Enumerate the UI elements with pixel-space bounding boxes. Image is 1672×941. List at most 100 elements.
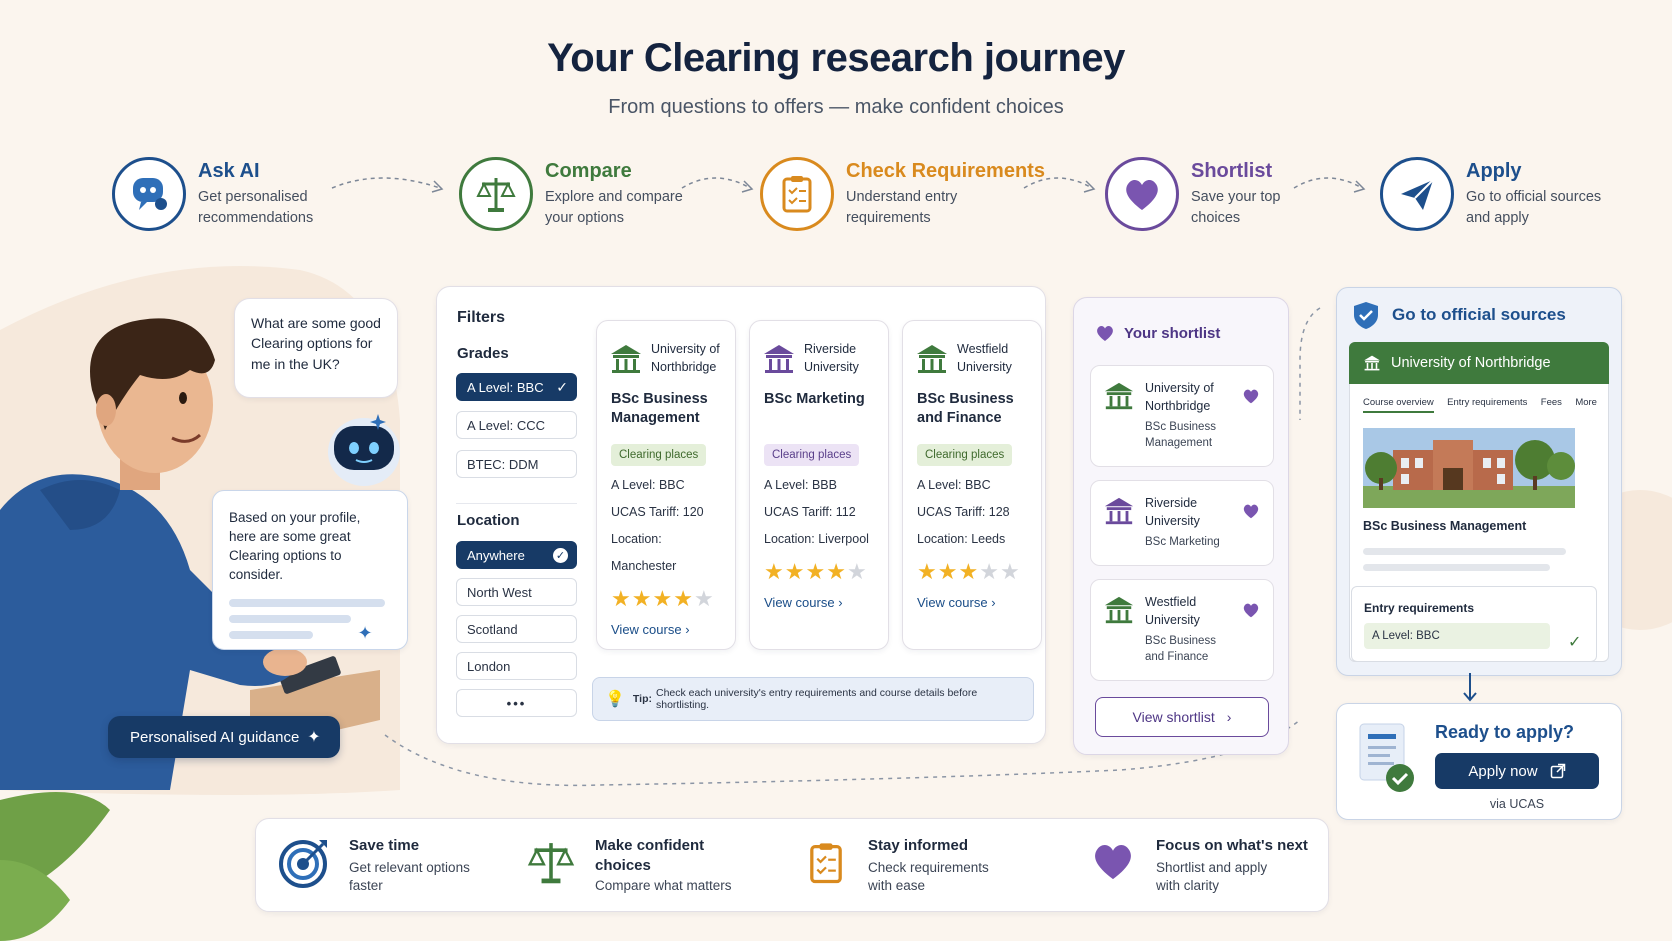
tip-text: Check each university's entry requiremen… <box>655 687 978 711</box>
grade-filter-ccc[interactable]: A Level: CCC <box>456 411 577 439</box>
shortlist-title: Your shortlist <box>1124 324 1221 342</box>
sparkle-icon: ✦ <box>357 622 373 643</box>
heart-icon[interactable] <box>1241 386 1261 406</box>
course-location: Location: Manchester <box>611 532 677 573</box>
step-title: Shortlist <box>1191 160 1273 183</box>
a-level-requirement: A Level: BBB <box>764 478 837 492</box>
uni-name-line: University <box>957 359 1012 374</box>
heart-icon[interactable] <box>1241 600 1261 620</box>
star-empty-icon: ★ <box>693 586 715 611</box>
course-title: BSc Marketing <box>764 391 865 407</box>
heart-icon[interactable] <box>1241 501 1261 521</box>
arrow-down-icon <box>1463 673 1477 702</box>
check-circle-icon: ✓ <box>553 547 568 563</box>
step-title: Ask AI <box>198 160 260 183</box>
shortlist-item[interactable]: University of Northbridge BSc Business M… <box>1090 365 1274 467</box>
tab-more[interactable]: More <box>1575 397 1597 408</box>
step-desc-line: Understand entry <box>846 189 958 206</box>
user-question-bubble: What are some good Clearing options for … <box>234 298 398 398</box>
view-shortlist-button[interactable]: View shortlist › <box>1095 697 1269 737</box>
tip-label: Tip: <box>632 693 652 705</box>
course-line: Management <box>1145 437 1213 450</box>
view-course-link[interactable]: View course › <box>611 622 690 637</box>
university-building-icon <box>1104 382 1134 410</box>
robot-icon <box>328 414 400 486</box>
chevron-right-icon: › <box>991 595 996 610</box>
placeholder-line <box>229 598 385 607</box>
course-location: Location: Liverpool <box>764 532 869 546</box>
page-subtitle: From questions to offers — make confiden… <box>608 96 1064 118</box>
step-check-requirements[interactable]: Check Requirements Understand entry requ… <box>760 154 1045 234</box>
university-building-icon <box>1364 355 1380 371</box>
shield-check-icon <box>1354 302 1378 329</box>
placeholder-line <box>229 630 313 639</box>
step-compare[interactable]: Compare Explore and compare your options <box>459 154 683 234</box>
location-filter-north-west[interactable]: North West <box>456 578 577 606</box>
star-filled-icon: ★ <box>652 586 674 611</box>
dashed-arrow-icon <box>1293 177 1366 193</box>
course-line: BSc Business <box>1145 635 1216 647</box>
send-icon <box>1380 157 1454 231</box>
star-filled-icon: ★ <box>764 559 785 584</box>
star-filled-icon: ★ <box>784 559 806 584</box>
location-filter-scotland[interactable]: Scotland <box>456 615 577 643</box>
a-level-requirement: A Level: BBC <box>917 478 991 492</box>
benefit-title: Make confident <box>595 837 705 854</box>
shortlist-item[interactable]: Westfield University BSc Business and Fi… <box>1090 579 1274 681</box>
course-location: Location: Leeds <box>917 532 1006 546</box>
location-filter-anywhere[interactable]: Anywhere✓ <box>456 541 577 569</box>
grade-filter-ddm[interactable]: BTEC: DDM <box>456 450 577 478</box>
uni-name-line: University <box>804 359 859 374</box>
tab-entry-requirements[interactable]: Entry requirements <box>1447 397 1528 408</box>
benefit-title: Focus on what's next <box>1156 837 1308 854</box>
dashed-arrow-icon <box>1023 177 1096 193</box>
course-line: and Finance <box>1145 651 1209 664</box>
tab-course-overview[interactable]: Course overview <box>1363 397 1434 413</box>
a-level-requirement: A Level: BBC <box>611 478 685 492</box>
view-course-link[interactable]: View course › <box>764 595 843 610</box>
star-filled-icon: ★ <box>917 559 938 584</box>
benefit-desc-line: Shortlist and apply <box>1156 859 1268 875</box>
step-apply[interactable]: Apply Go to official sources and apply <box>1380 154 1601 234</box>
grades-heading: Grades <box>457 345 509 362</box>
step-ask-ai[interactable]: Ask AI Get personalised recommendations <box>112 154 313 234</box>
step-desc-line: and apply <box>1466 209 1529 226</box>
step-shortlist[interactable]: Shortlist Save your top choices <box>1105 154 1280 234</box>
ready-to-apply-title: Ready to apply? <box>1435 722 1575 742</box>
placeholder-line <box>229 614 351 623</box>
university-building-icon <box>764 344 794 373</box>
chevron-right-icon: › <box>838 595 843 610</box>
preview-course-title: BSc Business Management <box>1363 519 1527 533</box>
star-filled-icon: ★ <box>958 559 980 584</box>
star-filled-icon: ★ <box>631 586 653 611</box>
benefit-title: Stay informed <box>868 837 969 854</box>
star-rating: ★★★★★ <box>597 580 735 612</box>
clipboard-icon <box>760 157 834 231</box>
apply-now-button[interactable]: Apply now <box>1435 753 1599 789</box>
tab-fees[interactable]: Fees <box>1540 397 1562 408</box>
official-sources-header: Go to official sources <box>1352 300 1566 330</box>
heart-icon <box>1095 845 1131 880</box>
uni-name-line: University of <box>651 342 720 356</box>
page-title: Your Clearing research journey <box>547 36 1125 80</box>
uni-name-line: University <box>1145 612 1200 627</box>
course-title: BSc Business and Finance <box>917 391 1014 426</box>
uni-name-line: University of <box>1145 381 1214 395</box>
step-title: Apply <box>1466 160 1522 183</box>
step-title: Check Requirements <box>846 160 1045 183</box>
location-filter-london[interactable]: London <box>456 652 577 680</box>
shortlist-item[interactable]: Riverside University BSc Marketing <box>1090 480 1274 566</box>
more-filters-button[interactable]: ••• <box>456 689 577 717</box>
chevron-right-icon: › <box>685 622 690 637</box>
star-rating: ★★★★★ <box>750 553 888 585</box>
view-course-link[interactable]: View course › <box>917 595 996 610</box>
campus-photo <box>1363 428 1575 508</box>
uni-name-line: Westfield <box>1145 595 1197 609</box>
star-filled-icon: ★ <box>826 559 847 584</box>
grade-filter-bbc[interactable]: A Level: BBC✓ <box>456 373 577 401</box>
clearing-badge: Clearing places <box>764 444 860 466</box>
step-desc-line: Get personalised <box>198 189 308 206</box>
